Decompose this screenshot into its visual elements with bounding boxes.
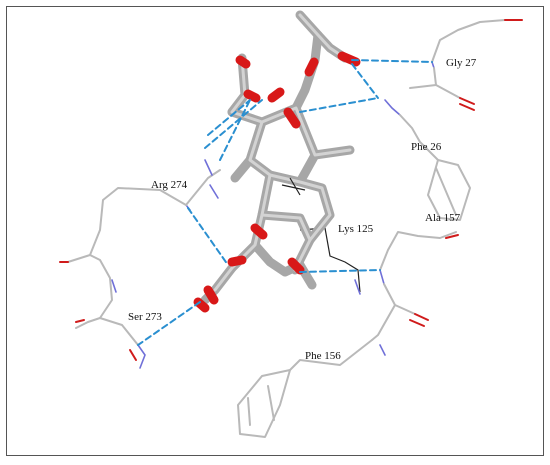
label-lys125: Lys 125: [338, 223, 374, 235]
residue-ser273-sticks: [75, 317, 146, 369]
hbond-arg274-a: [207, 99, 251, 136]
figure-frame: [6, 6, 544, 456]
residue-gly27-sticks: [409, 19, 523, 111]
label-ala157: Ala 157: [425, 212, 461, 224]
label-arg274: Arg 274: [151, 179, 188, 191]
residue-phe156-sticks: [237, 304, 396, 438]
ligand-sticks: [193, 10, 361, 313]
hbond-gly27-a: [351, 59, 433, 63]
hbond-arg274-c: [204, 99, 263, 149]
hbond-ser273: [137, 301, 201, 346]
hbond-phe26: [299, 97, 379, 113]
label-ser273: Ser 273: [128, 311, 162, 323]
label-phe156: Phe 156: [305, 350, 341, 362]
residue-ala157-sticks: [379, 231, 459, 327]
residue-phe26-sticks: [384, 99, 471, 221]
hbond-gly27-b: [351, 63, 379, 99]
hbond-lys125: [299, 269, 381, 273]
residue-arg274-sticks: [59, 159, 221, 319]
hbond-arg274-b: [219, 99, 251, 161]
label-gly27: Gly 27: [446, 57, 477, 69]
hydrogen-bonds: [137, 59, 433, 346]
label-phe26: Phe 26: [411, 141, 442, 153]
hbond-arg274-d: [187, 207, 229, 266]
